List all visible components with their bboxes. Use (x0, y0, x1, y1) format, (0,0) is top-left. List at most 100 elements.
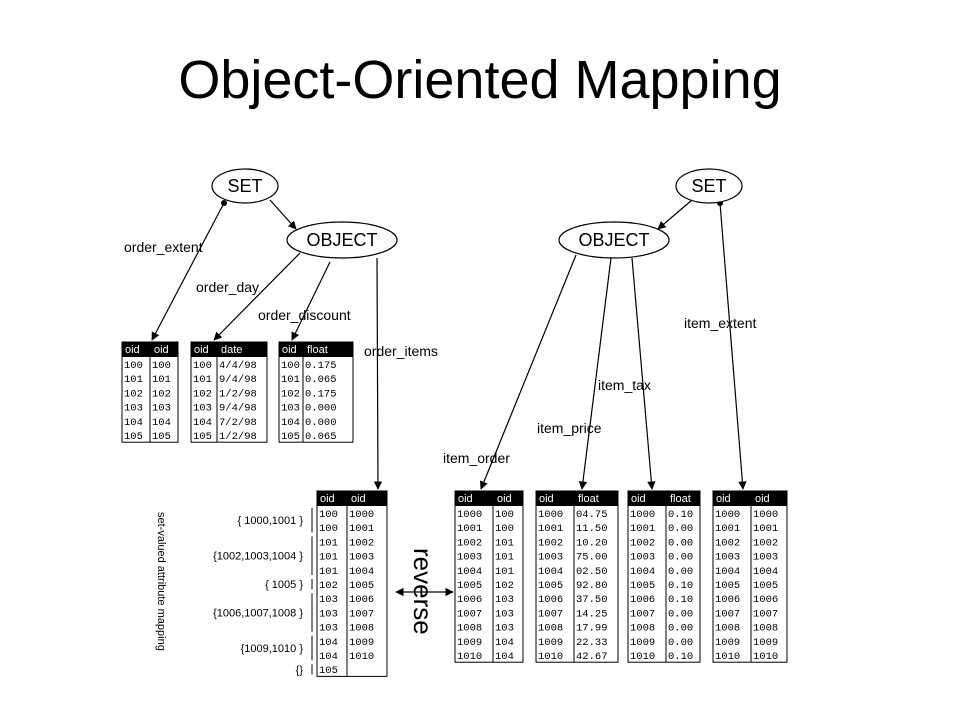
table-cell: 10.20 (576, 537, 608, 549)
table-cell: 103 (319, 623, 338, 635)
table-header-bg (455, 491, 523, 506)
table-border (278, 341, 354, 443)
table-cell: 17.99 (576, 623, 608, 635)
edge-set-object-left (269, 199, 297, 230)
table-header-cell: oid (755, 493, 770, 505)
table-cell: 1001 (753, 523, 778, 535)
table-cell: 1009 (457, 637, 482, 649)
table-cell: 75.00 (576, 552, 608, 564)
table-cell: 0.00 (668, 552, 693, 564)
label-order-items: order_items (364, 343, 438, 359)
table-cell: 1004 (538, 566, 563, 578)
set-groups: { 1000,1001 }{1002,1003,1004 }{ 1005 }{1… (213, 508, 313, 676)
table-cell: 104 (319, 651, 338, 663)
table-border (712, 490, 788, 663)
table-cell: 103 (281, 403, 300, 415)
label-order-extent: order_extent (124, 239, 203, 255)
table-cell: 1008 (349, 623, 374, 635)
table-cell: 9/4/98 (219, 374, 257, 386)
table-cell: 37.50 (576, 594, 608, 606)
table-cell: 1005 (630, 580, 655, 592)
table-cell: 1/2/98 (219, 388, 257, 400)
table-header-cell: oid (497, 493, 512, 505)
table-cell: 104 (281, 417, 300, 429)
table-cell: 0.00 (668, 537, 693, 549)
table-cell: 1007 (630, 608, 655, 620)
table-header-cell: oid (194, 344, 209, 356)
table-cell: 1005 (538, 580, 563, 592)
table-cell: 100 (281, 360, 300, 372)
table-cell: 100 (152, 360, 171, 372)
table-cell: 1010 (538, 651, 563, 663)
table-header-cell: oid (539, 493, 554, 505)
label-item-price: item_price (537, 420, 602, 436)
table-header-bg (191, 342, 267, 357)
table-cell: 105 (281, 431, 300, 443)
edges (151, 199, 747, 597)
table-cell: 104 (193, 417, 212, 429)
side-label: set-valued attribute mapping (155, 512, 167, 651)
table-cell: 1007 (753, 608, 778, 620)
table-cell: 1005 (349, 580, 374, 592)
table-cell: 1007 (349, 608, 374, 620)
table-cell: 02.50 (576, 566, 608, 578)
table-cell: 102 (193, 388, 212, 400)
table-cell: 1010 (457, 651, 482, 663)
table-header-cell: float (578, 493, 599, 505)
table-cell: 1005 (457, 580, 482, 592)
table-cell: 101 (281, 374, 300, 386)
table-cell: 0.10 (668, 509, 693, 521)
table-cell: 9/4/98 (219, 403, 257, 415)
table-cell: 1007 (538, 608, 563, 620)
table-cell: 101 (193, 374, 212, 386)
table-cell: 1006 (715, 594, 740, 606)
table-cell: 104 (495, 651, 514, 663)
table-border (627, 490, 701, 663)
table-cell: 103 (495, 623, 514, 635)
table-cell: 103 (152, 403, 171, 415)
table-cell: 101 (152, 374, 171, 386)
table-cell: 1000 (538, 509, 563, 521)
edge-order-extent (151, 202, 225, 341)
table-cell: 101 (319, 537, 338, 549)
table-cell: 1009 (630, 637, 655, 649)
table-cell: 1006 (630, 594, 655, 606)
node-right-set: SET (675, 168, 743, 204)
table-header-cell: oid (351, 493, 366, 505)
table-cell: 1005 (715, 580, 740, 592)
tables: oid oid 100 100 101 101 102 102 103 103 104 104 105 1… (121, 341, 788, 677)
label-item-tax: item_tax (598, 377, 651, 393)
table-cell: 1003 (753, 552, 778, 564)
edge-item-price (578, 257, 612, 490)
table-header-bg (536, 491, 618, 506)
table-cell: 1006 (457, 594, 482, 606)
table-cell: 42.67 (576, 651, 608, 663)
table-cell: 7/2/98 (219, 417, 257, 429)
label-order-discount: order_discount (258, 307, 351, 323)
table-cell: 1002 (457, 537, 482, 549)
edge-item-extent (719, 202, 747, 490)
table-cell: 1002 (753, 537, 778, 549)
table-cell: 100 (319, 509, 338, 521)
table-cell: 103 (319, 594, 338, 606)
edge-order-items (373, 257, 383, 490)
table-cell: 1/2/98 (219, 431, 257, 443)
table-cell: 102 (124, 388, 143, 400)
table-cell: 0.00 (668, 623, 693, 635)
table-header-cell: oid (716, 493, 731, 505)
table-cell: 1002 (630, 537, 655, 549)
table-cell: 1000 (457, 509, 482, 521)
table-header-bg (628, 491, 700, 506)
table-cell: 1007 (457, 608, 482, 620)
table-cell: 102 (152, 388, 171, 400)
table-cell: 1005 (753, 580, 778, 592)
table-cell: 104 (495, 637, 514, 649)
table-cell: 1006 (753, 594, 778, 606)
